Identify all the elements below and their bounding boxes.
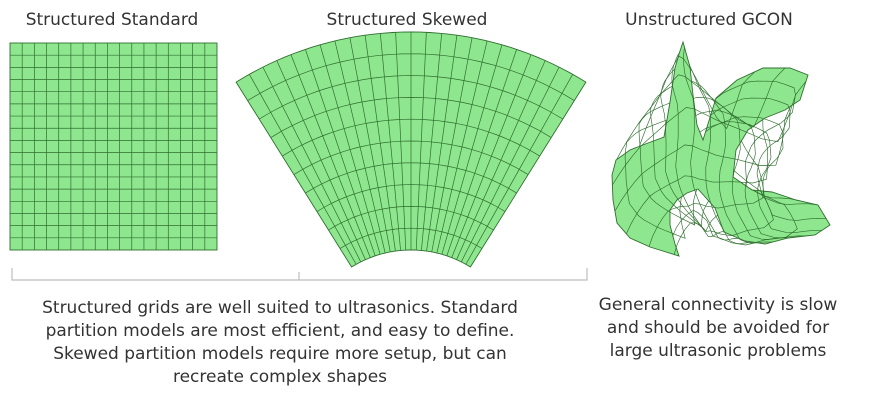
skewed-grid-radial-line bbox=[465, 74, 573, 265]
unstructured-grid-line bbox=[671, 52, 724, 238]
caption-structured-line: partition models are most efficient, and… bbox=[45, 321, 515, 341]
bracket-line bbox=[11, 268, 588, 281]
structured-bracket bbox=[11, 268, 588, 281]
unstructured-grid-line bbox=[693, 97, 790, 240]
skewed-grid-radial-line bbox=[395, 32, 407, 251]
skewed-grid-radial-line bbox=[349, 37, 391, 253]
unstructured-grid-line bbox=[695, 110, 807, 239]
unstructured-grid-line bbox=[638, 102, 698, 226]
skewed-grid-radial-line bbox=[436, 40, 488, 254]
skewed-grid-radial-line bbox=[334, 40, 386, 254]
caption-structured-line: recreate complex shapes bbox=[172, 367, 388, 387]
skewed-grid-radial-line bbox=[319, 44, 381, 255]
skewed-grid-radial-line bbox=[441, 44, 503, 255]
unstructured-grid-line bbox=[648, 140, 765, 247]
caption-structured-line: Skewed partition models require more set… bbox=[53, 344, 507, 364]
title-structured-skewed: Structured Skewed bbox=[326, 10, 488, 30]
unstructured-grid-line bbox=[638, 55, 756, 147]
unstructured-grid-line bbox=[688, 64, 756, 245]
skewed-grid-radial-line bbox=[276, 60, 366, 260]
standard-mesh bbox=[9, 42, 218, 251]
skewed-grid-radial-line bbox=[451, 54, 532, 258]
unstructured-grid-line bbox=[614, 106, 791, 212]
unstructured-grid-line bbox=[691, 81, 773, 244]
caption-unstructured-line: large ultrasonic problems bbox=[609, 341, 827, 361]
caption-structured-line: Structured grids are well suited to ultr… bbox=[42, 298, 518, 318]
title-structured-standard: Structured Standard bbox=[25, 10, 199, 30]
unstructured-grid-line bbox=[673, 170, 774, 255]
skewed-grid-radial-line bbox=[364, 35, 396, 252]
caption-structured: Structured grids are well suited to ultr… bbox=[0, 297, 560, 389]
skewed-grid-radial-line bbox=[290, 54, 371, 258]
caption-unstructured-line: General connectivity is slow bbox=[598, 295, 838, 315]
skewed-grid-radial-line bbox=[421, 33, 443, 251]
unstructured-grid-line bbox=[672, 189, 798, 246]
unstructured-grid-line bbox=[710, 97, 817, 206]
standard-mesh-fill bbox=[9, 42, 218, 251]
unstructured-mesh bbox=[611, 40, 831, 257]
unstructured-grid-line bbox=[705, 116, 827, 221]
unstructured-grid-line bbox=[649, 85, 709, 228]
caption-unstructured-line: and should be avoided for bbox=[606, 318, 830, 338]
skewed-grid-radial-line bbox=[460, 66, 560, 263]
skewed-grid-radial-line bbox=[379, 33, 401, 251]
caption-unstructured: General connectivity is slow and should … bbox=[578, 294, 858, 363]
unstructured-grid-line bbox=[699, 121, 822, 234]
skewed-grid-radial-line bbox=[305, 49, 376, 257]
unstructured-grid-line bbox=[616, 67, 786, 160]
unstructured-grid-line bbox=[660, 68, 718, 232]
skewed-mesh bbox=[235, 31, 587, 268]
skewed-grid-radial-line bbox=[262, 66, 362, 263]
unstructured-grid-line bbox=[626, 119, 768, 234]
skewed-grid-radial-line bbox=[249, 74, 357, 265]
skewed-grid-radial-line bbox=[431, 37, 473, 253]
unstructured-grid-line bbox=[715, 80, 800, 202]
unstructured-mesh-fill bbox=[611, 40, 831, 257]
unstructured-grid-line bbox=[612, 81, 807, 186]
title-unstructured-gcon: Unstructured GCON bbox=[625, 10, 793, 30]
unstructured-grid-line bbox=[683, 47, 740, 241]
skewed-grid-radial-line bbox=[415, 32, 427, 251]
skewed-grid-radial-line bbox=[446, 49, 517, 257]
skewed-grid-radial-line bbox=[426, 35, 458, 252]
skewed-grid-radial-line bbox=[456, 60, 546, 260]
